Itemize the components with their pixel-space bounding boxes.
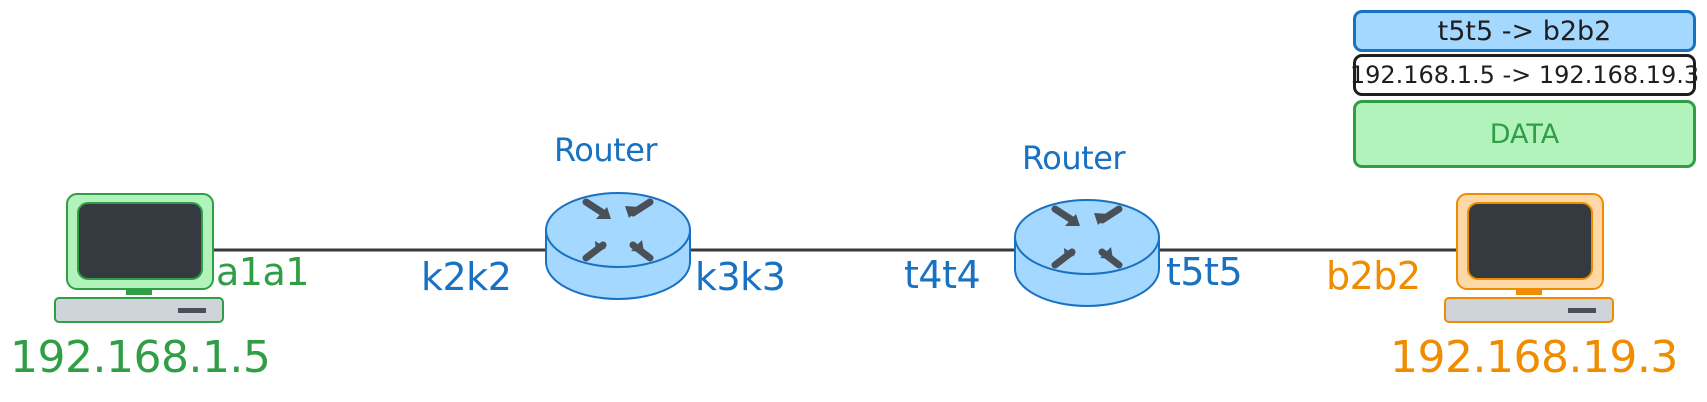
router-1-port-in-label: k2k2 bbox=[421, 255, 512, 299]
router-2-title: Router bbox=[1022, 139, 1126, 177]
source-ip-label: 192.168.1.5 bbox=[10, 332, 271, 383]
layer2-header-box: t5t5 -> b2b2 bbox=[1353, 10, 1696, 52]
router-2-icon bbox=[1014, 199, 1160, 307]
router-1-title: Router bbox=[554, 131, 658, 169]
router-1-port-out-label: k3k3 bbox=[695, 255, 786, 299]
router-1-icon bbox=[545, 192, 691, 300]
source-computer-icon bbox=[54, 193, 224, 323]
payload-box: DATA bbox=[1353, 100, 1696, 168]
destination-port-label: b2b2 bbox=[1326, 254, 1421, 298]
router-2-port-in-label: t4t4 bbox=[904, 253, 981, 297]
source-port-label: a1a1 bbox=[216, 250, 309, 294]
layer3-header-box: 192.168.1.5 -> 192.168.19.3 bbox=[1350, 54, 1699, 96]
router-2-port-out-label: t5t5 bbox=[1166, 250, 1243, 294]
destination-ip-label: 192.168.19.3 bbox=[1390, 332, 1678, 383]
destination-computer-icon bbox=[1444, 193, 1614, 323]
